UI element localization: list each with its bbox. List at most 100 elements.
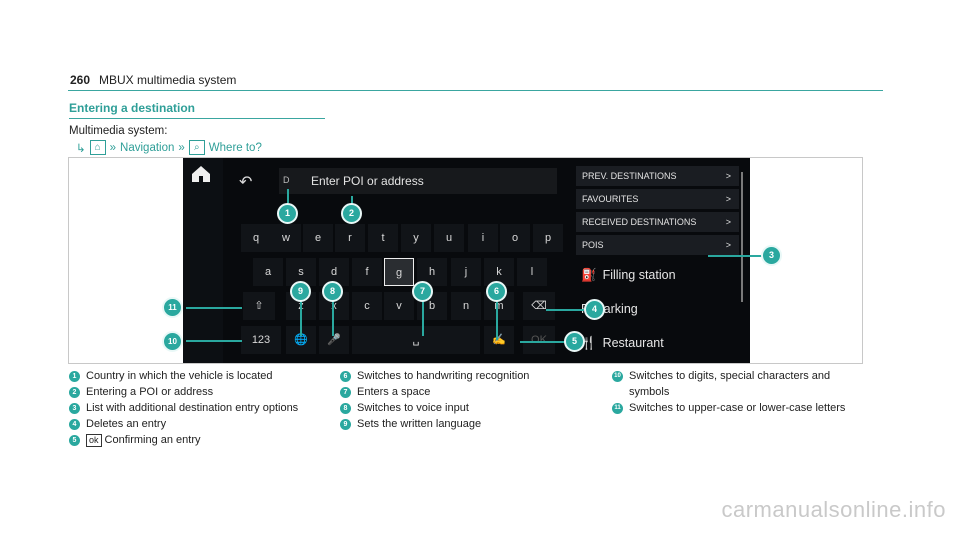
handwriting-icon[interactable]: ✍ <box>484 326 514 354</box>
ok-key[interactable]: OK <box>523 326 555 354</box>
key-o[interactable]: o <box>500 224 530 252</box>
destination-input-placeholder: Enter POI or address <box>311 174 424 188</box>
key-n[interactable]: n <box>451 292 481 320</box>
list-scrollbar[interactable] <box>741 172 743 302</box>
page-number: 260 <box>70 73 91 87</box>
legend-number: 1 <box>69 371 80 382</box>
poi-label: Restaurant <box>602 336 664 350</box>
key-t[interactable]: t <box>368 224 398 252</box>
space-key[interactable]: ␣ <box>352 326 480 354</box>
search-icon: ⌕ <box>188 140 205 155</box>
poi-restaurant[interactable]: 🍴 Restaurant <box>581 329 741 357</box>
key-i[interactable]: i <box>468 224 498 252</box>
legend-number: 7 <box>340 387 351 398</box>
poi-label: Filling station <box>602 268 676 282</box>
fuel-pump-icon: ⛽ <box>581 267 597 282</box>
destination-input[interactable] <box>279 168 557 194</box>
menu-path: ↳ ⌂ » Navigation » ⌕ Where to? <box>76 140 262 155</box>
key-e[interactable]: e <box>303 224 333 252</box>
callout-6: 6 <box>486 281 507 302</box>
legend-item: 11 Switches to upper-case or lower-case l… <box>612 400 862 416</box>
key-r[interactable]: r <box>335 224 365 252</box>
callout-2: 2 <box>341 203 362 224</box>
path-separator-icon: » <box>109 141 117 154</box>
menu-item-pois[interactable]: POIS > <box>576 235 739 255</box>
shift-key[interactable]: ⇧ <box>243 292 275 320</box>
legend-text: Deletes an entry <box>86 418 167 430</box>
legend-number: 11 <box>612 403 623 414</box>
callout-line <box>186 307 242 309</box>
key-a[interactable]: a <box>253 258 283 286</box>
legend-text: Switches to upper-case or lower-case let… <box>629 402 846 414</box>
callout-line <box>496 300 498 340</box>
mbux-screen: ↶ D Enter POI or address q w e r t y u i… <box>183 158 750 363</box>
destination-options-list: PREV. DESTINATIONS > FAVOURITES > RECEIV… <box>576 166 742 264</box>
key-g[interactable]: g <box>384 258 414 286</box>
screen-sidebar <box>183 158 223 363</box>
chevron-right-icon: > <box>725 217 731 227</box>
chevron-right-icon: > <box>725 194 731 204</box>
key-q[interactable]: q <box>241 224 271 252</box>
callout-9: 9 <box>290 281 311 302</box>
poi-label: Parking <box>595 302 638 316</box>
key-v[interactable]: v <box>384 292 414 320</box>
ok-key-symbol: ok <box>86 434 102 447</box>
key-l[interactable]: l <box>517 258 547 286</box>
backspace-key[interactable]: ⌫ <box>523 292 555 320</box>
legend-number: 2 <box>69 387 80 398</box>
legend-number: 9 <box>340 419 351 430</box>
legend-text: Enters a space <box>357 386 431 398</box>
legend-text: Confirming an entry <box>104 434 201 446</box>
figure-frame <box>68 157 863 364</box>
watermark: carmanualsonline.info <box>721 497 946 522</box>
legend-text: List with additional destination entry o… <box>86 402 299 414</box>
callout-line <box>546 309 584 311</box>
digits-key[interactable]: 123 <box>241 326 281 354</box>
page-header-title: MBUX multimedia system <box>99 73 237 87</box>
poi-parking[interactable]: P Parking <box>581 295 741 323</box>
legend-text: Entering a POI or address <box>86 386 214 398</box>
key-y[interactable]: y <box>401 224 431 252</box>
callout-10: 10 <box>162 331 183 352</box>
legend-number: 6 <box>340 371 351 382</box>
key-c[interactable]: c <box>352 292 382 320</box>
menu-item-label: POIS <box>582 240 604 250</box>
key-w[interactable]: w <box>271 224 301 252</box>
path-separator-icon: » <box>178 141 185 154</box>
key-u[interactable]: u <box>434 224 464 252</box>
callout-1: 1 <box>277 203 298 224</box>
menu-item-favourites[interactable]: FAVOURITES > <box>576 189 739 209</box>
chevron-right-icon: > <box>725 240 731 250</box>
menu-item-received-destinations[interactable]: RECEIVED DESTINATIONS > <box>576 212 739 232</box>
back-arrow-icon[interactable]: ↶ <box>239 174 253 191</box>
path-arrow-icon: ↳ <box>76 142 86 155</box>
path-step-navigation: Navigation <box>120 141 175 154</box>
callout-8: 8 <box>322 281 343 302</box>
microphone-icon[interactable]: 🎤 <box>319 326 349 354</box>
callout-line <box>351 196 353 204</box>
chevron-right-icon: > <box>725 171 731 181</box>
menu-item-label: RECEIVED DESTINATIONS <box>582 217 697 227</box>
callout-line <box>422 300 424 336</box>
section-divider <box>69 118 325 119</box>
menu-item-prev-destinations[interactable]: PREV. DESTINATIONS > <box>576 166 739 186</box>
legend-item: 2 Entering a POI or address <box>69 384 329 400</box>
section-title: Entering a destination <box>69 101 196 115</box>
callout-3: 3 <box>761 245 782 266</box>
key-j[interactable]: j <box>451 258 481 286</box>
callout-11: 11 <box>162 297 183 318</box>
legend-number: 3 <box>69 403 80 414</box>
legend-number: 8 <box>340 403 351 414</box>
home-icon[interactable] <box>189 162 213 186</box>
poi-filling-station[interactable]: ⛽ Filling station <box>581 261 741 289</box>
path-step-where-to: Where to? <box>208 141 262 154</box>
key-p[interactable]: p <box>533 224 563 252</box>
menu-item-label: PREV. DESTINATIONS <box>582 171 677 181</box>
key-f[interactable]: f <box>352 258 382 286</box>
